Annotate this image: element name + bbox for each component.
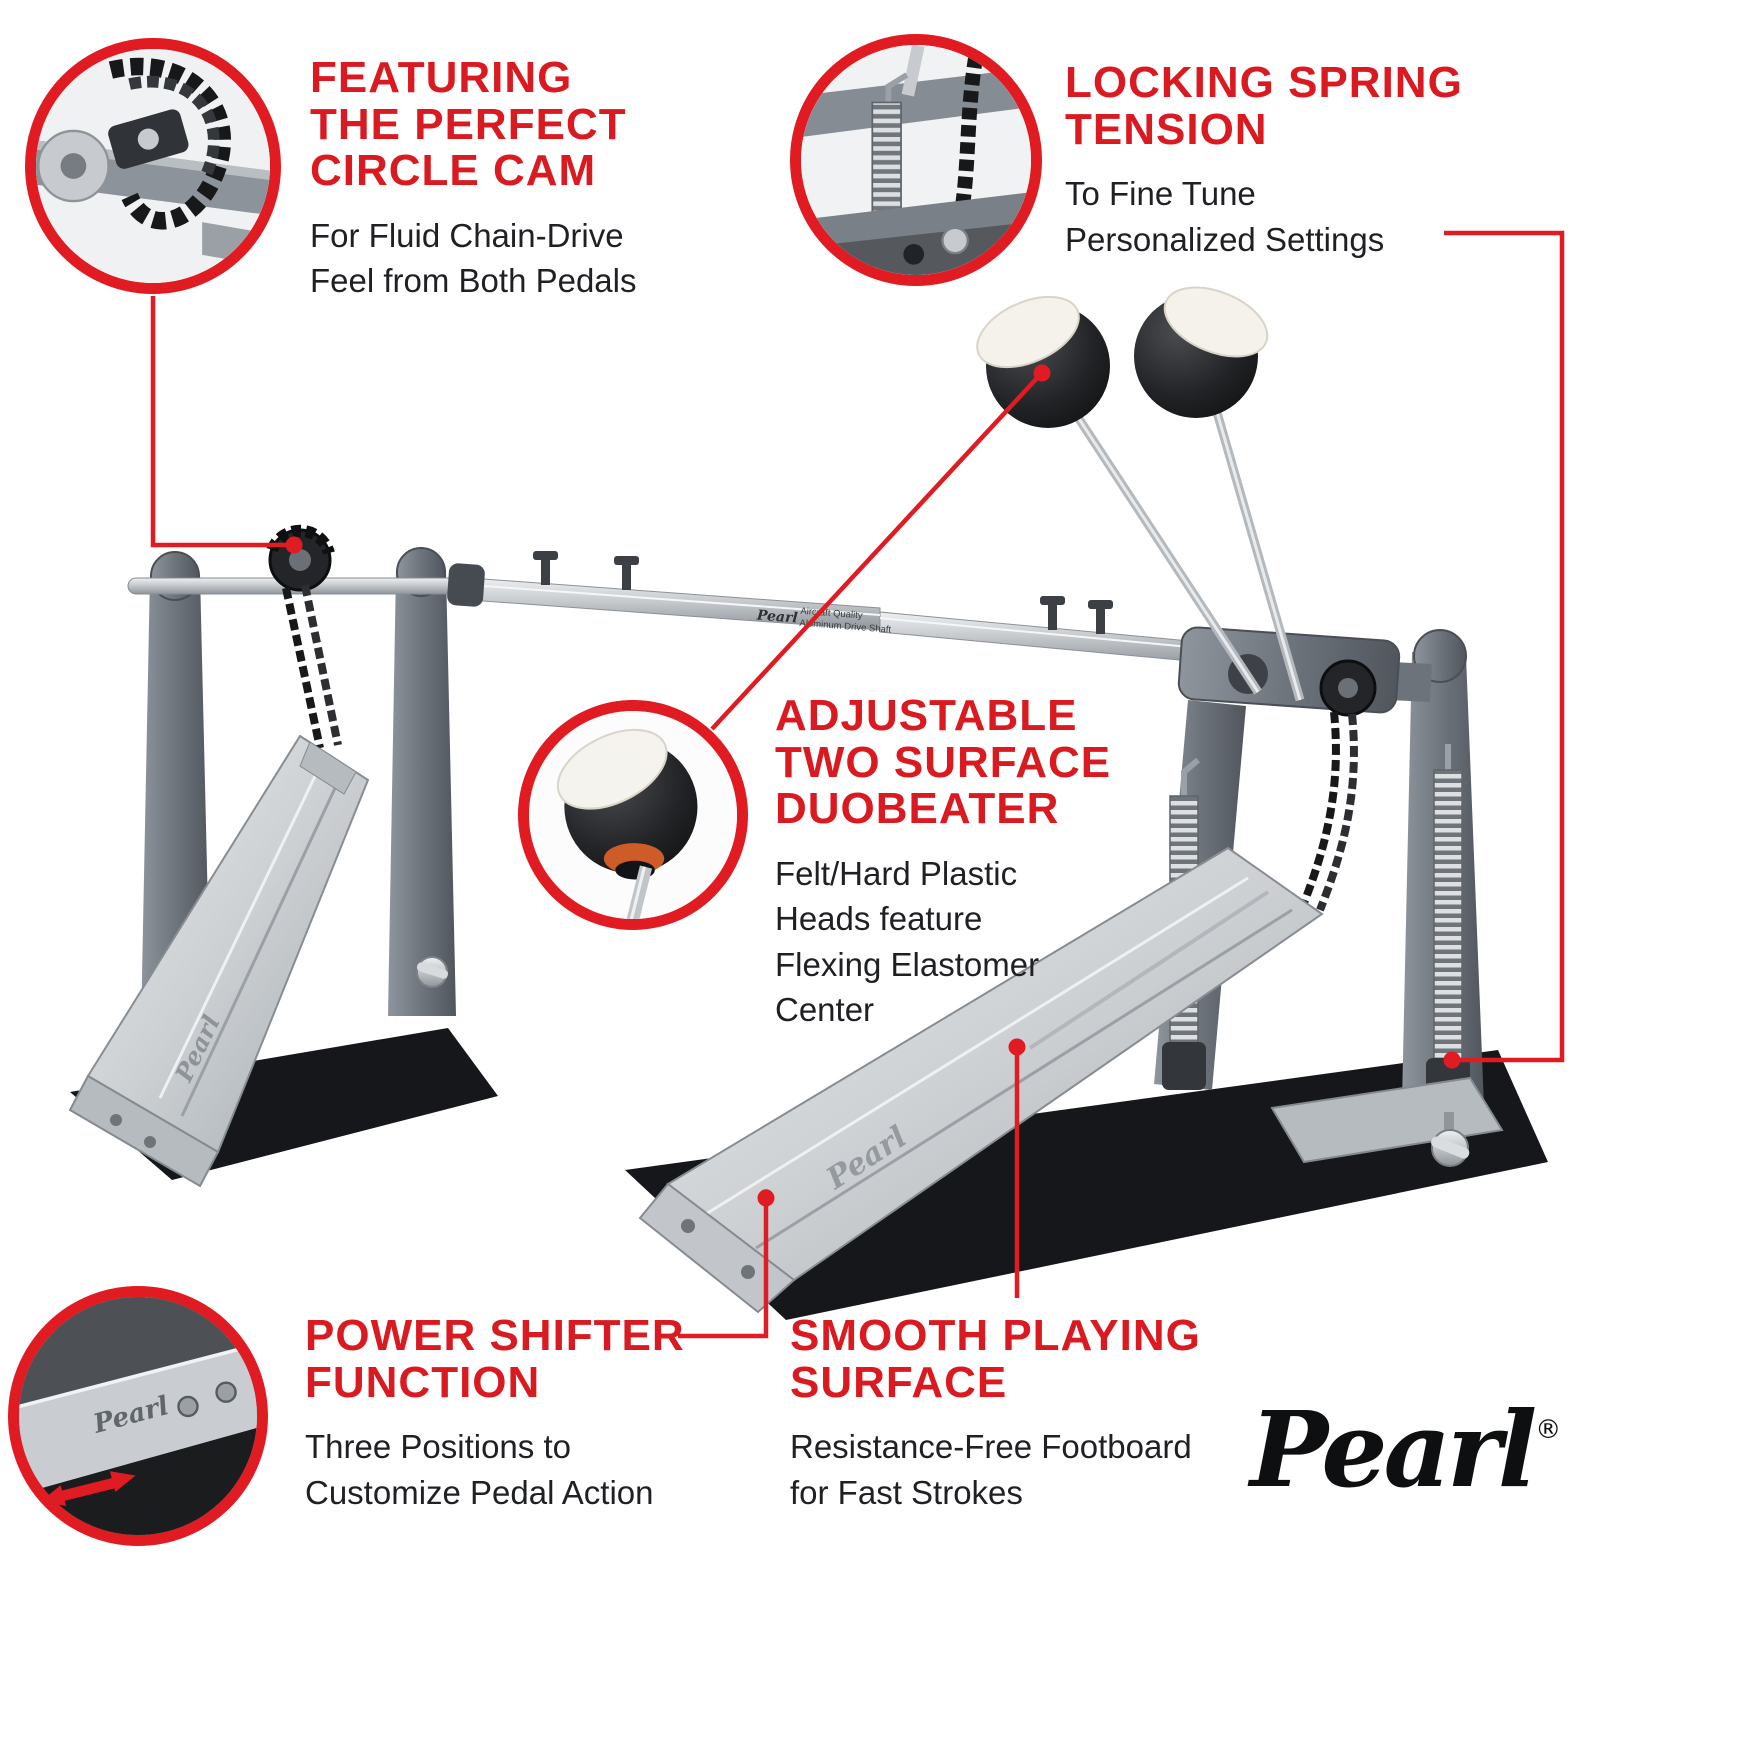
pedal-right: Pearl: [625, 626, 1548, 1320]
callout-photo-spring-tension: [790, 34, 1042, 286]
smooth-surface-body: Resistance-Free Footboard for Fast Strok…: [790, 1428, 1192, 1511]
connector-power-shifter: [678, 1189, 775, 1339]
connector-smooth-surface: [1008, 1038, 1026, 1298]
universal-joint-left: [447, 563, 485, 607]
heel-screw: [110, 1114, 122, 1126]
felt-face-left: [976, 295, 1080, 369]
callout-connectors: [150, 230, 1565, 1339]
smooth-surface-heading: SMOOTH PLAYING SURFACE: [790, 1311, 1201, 1407]
shaft-wing-screws: [533, 551, 1113, 634]
pearl-logo-text: Pearl: [1250, 1388, 1537, 1511]
felt-face-right: [1163, 286, 1269, 358]
power-shifter-body: Three Positions to Customize Pedal Actio…: [305, 1428, 654, 1511]
spring-tension-closeup: [801, 45, 1031, 275]
callout-text-smooth-surface: SMOOTH PLAYING SURFACE Resistance-Free F…: [790, 1311, 1201, 1515]
circle-cam-heading: FEATURING THE PERFECT CIRCLE CAM: [310, 53, 627, 196]
spring-tension-body: To Fine Tune Personalized Settings: [1065, 175, 1385, 258]
power-shifter-heading: POWER SHIFTER FUNCTION: [305, 1311, 685, 1407]
duobeater-heading: ADJUSTABLE TWO SURFACE DUOBEATER: [775, 691, 1112, 834]
connector-spring-tension: [1443, 230, 1565, 1069]
registered-mark: ®: [1535, 1415, 1562, 1445]
connector-circle-cam: [150, 296, 303, 554]
callout-photo-power-shifter: Pearl: [8, 1286, 268, 1546]
duobeater-body: Felt/Hard Plastic Heads feature Flexing …: [775, 854, 1040, 1029]
callout-text-duobeater: ADJUSTABLE TWO SURFACE DUOBEATER Felt/Ha…: [775, 691, 1112, 1033]
spring-closeup: [871, 101, 902, 226]
power-shifter-closeup: Pearl: [19, 1297, 257, 1535]
toe-hinge-front: [638, 1182, 796, 1314]
connector-duobeater: [710, 364, 1051, 731]
callout-text-power-shifter: POWER SHIFTER FUNCTION Three Positions t…: [305, 1311, 685, 1515]
heel-plate-left: [68, 1074, 220, 1188]
spring-right: [1433, 769, 1463, 1061]
spring-tension-heading: LOCKING SPRING TENSION: [1065, 58, 1463, 154]
pearl-logo: Pearl®: [1250, 1388, 1561, 1511]
duobeater-closeup: [529, 711, 737, 919]
chain-right: [1298, 711, 1340, 910]
callout-photo-duobeater: [518, 700, 748, 930]
felt-face-closeup: [556, 728, 668, 810]
chain-left: [282, 587, 324, 749]
circle-cam-closeup: [36, 49, 270, 283]
callout-text-spring-tension: LOCKING SPRING TENSION To Fine Tune Pers…: [1065, 58, 1463, 262]
heel-screw: [144, 1136, 156, 1148]
right-post: [388, 570, 456, 1016]
chain-anchor: [299, 741, 357, 795]
callout-text-circle-cam: FEATURING THE PERFECT CIRCLE CAM For Flu…: [310, 53, 637, 304]
callout-photo-circle-cam: [25, 38, 281, 294]
chain-closeup: [108, 57, 232, 230]
pedal-left: Pearl: [68, 524, 498, 1188]
circle-cam-body: For Fluid Chain-Drive Feel from Both Ped…: [310, 216, 637, 300]
shaft-brand-text: Pearl: [755, 607, 798, 626]
hoop-clamp-front: [1270, 1076, 1504, 1164]
